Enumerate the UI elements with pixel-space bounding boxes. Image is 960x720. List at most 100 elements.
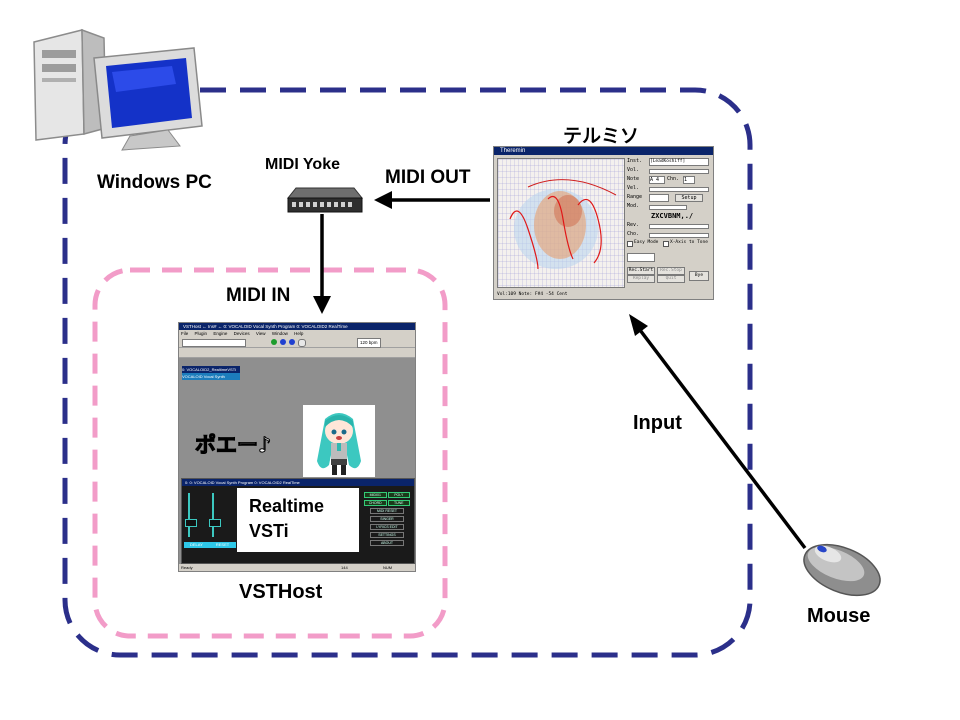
poee-text: ポエー♪ (194, 433, 272, 458)
rev-slider[interactable] (649, 224, 709, 229)
mod-label: Mod. (627, 203, 640, 209)
about-button[interactable]: ABOUT (370, 540, 404, 546)
midi01-button[interactable]: MIDI01 (364, 492, 387, 498)
stop-icon[interactable] (298, 339, 306, 347)
fader-knob-1[interactable] (185, 519, 197, 527)
theremin-controls: Inst. [LeadKoshiff] Vol. Note A 4 Chn. 1… (627, 158, 713, 283)
range-select[interactable] (649, 194, 669, 202)
menu-file[interactable]: File (181, 331, 189, 336)
note-field[interactable]: A 4 (649, 176, 665, 184)
midi-out-arrow (374, 191, 490, 209)
cho-slider[interactable] (649, 233, 709, 238)
theremin-status: Vol:109 Note: F#4 -54 Cent (497, 292, 568, 297)
vsthost-menubar: File Plugin Engine Devices View Window H… (179, 330, 415, 337)
fader-knob-2[interactable] (209, 519, 221, 527)
info-field (627, 253, 655, 262)
program-select[interactable] (182, 339, 246, 347)
status-num: NUM (383, 565, 393, 570)
status-count: 144 (341, 565, 348, 570)
poly-button[interactable]: POLY (387, 492, 410, 498)
xaxis-tone-checkbox[interactable] (663, 241, 669, 247)
computer-icon (33, 28, 203, 151)
fader-label-reset: RESET (215, 542, 230, 547)
menu-engine[interactable]: Engine (213, 331, 228, 336)
rec-stop-button[interactable]: Rec.Stop (657, 267, 685, 275)
menu-devices[interactable]: Devices (233, 331, 250, 336)
miku-character-icon (317, 413, 361, 475)
realtime-vsti-box: Realtime VSTi (237, 488, 359, 552)
bye-button[interactable]: Bye (689, 271, 709, 281)
vsthost-toolbar2 (179, 348, 415, 358)
midi-yoke-label: MIDI Yoke (265, 156, 340, 173)
vocaloid-button-panel: MIDI01 POLY CHORD TUNE MIDI RESET SINGER… (364, 492, 410, 548)
menu-plugin[interactable]: Plugin (194, 331, 208, 336)
midi-out-label: MIDI OUT (385, 167, 471, 188)
singer-button[interactable]: SINGER (370, 516, 404, 522)
inst-label: Inst. (627, 158, 643, 164)
midi-yoke-hub-icon (286, 187, 364, 213)
windows-pc-boundary (62, 87, 753, 658)
info-icon[interactable] (289, 339, 295, 345)
chain-item-synth[interactable]: VOCALOID Vocal Synth (182, 374, 225, 379)
miku-image (303, 405, 375, 477)
vel-label: Vel. (627, 185, 640, 191)
vocaloid-titlebar: 0: 0: VOCALOID Vocal Synth Program 0: VO… (182, 479, 414, 486)
vsthost-toolbar: 120 bpm (179, 337, 415, 348)
chain-item-vocaloid[interactable]: 0: VOCALOID2_RealtimeVSTi (182, 366, 240, 373)
replay-button[interactable]: Replay (627, 275, 655, 283)
record-icon[interactable] (280, 339, 286, 345)
fader-track-2 (212, 493, 214, 537)
lyrics-edit-button[interactable]: LYRICS EDIT (370, 524, 404, 530)
xaxis-tone-label: X-Axis to Tone (670, 240, 708, 245)
theremin-canvas (498, 159, 624, 287)
inst-select[interactable]: [LeadKoshiff] (649, 158, 709, 166)
mouse-icon (803, 543, 881, 597)
easy-mode-label: Easy Mode (634, 240, 659, 245)
cho-label: Cho. (627, 231, 640, 237)
input-arrow (629, 314, 807, 550)
menu-window[interactable]: Window (271, 331, 288, 336)
setup-button[interactable]: Setup (675, 194, 703, 202)
vsti-label: VSTi (249, 521, 289, 541)
mouse-label: Mouse (807, 605, 871, 627)
vsthost-statusbar: Ready 144 NUM (179, 564, 415, 571)
theremin-window: Theremin Inst. [LeadKoshiff] Vol. (493, 146, 714, 300)
fader-label-bar: DELAY RESET (184, 542, 236, 548)
easy-mode-checkbox[interactable] (627, 241, 633, 247)
chord-button[interactable]: CHORD (364, 500, 387, 506)
vsthost-titlebar: VSTHost ← Ins# ← 0: VOCALOID Vocal Synth… (179, 323, 415, 330)
rev-label: Rev. (627, 222, 640, 228)
theremin-titlebar: Theremin (494, 147, 713, 155)
keyboard-keys: ZXCVBNM,./ (651, 212, 694, 220)
menu-help[interactable]: Help (294, 331, 304, 336)
mod-slider[interactable] (649, 205, 687, 210)
note-label: Note (627, 176, 640, 182)
menu-view[interactable]: View (255, 331, 266, 336)
midi-in-label: MIDI IN (226, 285, 291, 306)
quit-button[interactable]: Quit (657, 275, 685, 283)
vel-slider[interactable] (649, 187, 709, 192)
rec-start-button[interactable]: Rec.Start (627, 267, 655, 275)
realtime-label: Realtime (249, 496, 325, 516)
theremin-play-area[interactable] (497, 158, 625, 288)
play-icon[interactable] (271, 339, 277, 345)
vol-label: Vol. (627, 167, 640, 173)
settings-button[interactable]: SETTINGS (370, 532, 404, 538)
midi-reset-button[interactable]: MIDI RESET (370, 508, 404, 514)
vsthost-boundary (92, 267, 448, 639)
status-ready: Ready (181, 565, 193, 570)
tune-button[interactable]: TUNE (387, 500, 410, 506)
theremin-app-label: テルミソ (563, 126, 640, 147)
fader-label-delay: DELAY (190, 542, 203, 547)
midi-in-arrow (313, 214, 331, 314)
chn-field[interactable]: 1 (683, 176, 695, 184)
fader-track-1 (188, 493, 190, 537)
vsthost-label: VSTHost (239, 581, 323, 603)
vol-slider[interactable] (649, 169, 709, 174)
chn-label: Chn. (667, 176, 680, 182)
windows-pc-label: Windows PC (97, 172, 212, 193)
plugin-chain[interactable]: 0: VOCALOID2_RealtimeVSTi VOCALOID Vocal… (182, 366, 240, 380)
bpm-field[interactable]: 120 bpm (357, 338, 381, 348)
range-label: Range (627, 194, 643, 200)
